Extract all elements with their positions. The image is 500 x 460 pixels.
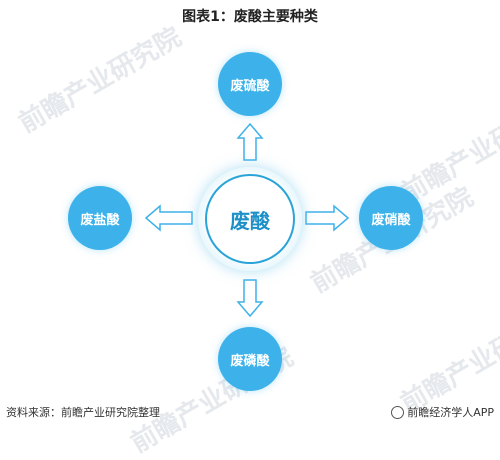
node-waste-phosphoric-acid: 废磷酸 <box>218 327 282 391</box>
node-waste-nitric-acid: 废硝酸 <box>359 186 423 250</box>
source-note: 资料来源：前瞻产业研究院整理 <box>6 406 160 419</box>
chart-title: 图表1：废酸主要种类 <box>182 9 318 25</box>
brand-credit: 前瞻经济学人APP <box>391 404 494 420</box>
center-node: 废酸 <box>205 174 295 264</box>
arrows-layer <box>144 122 350 318</box>
node-waste-hydrochloric-acid: 废盐酸 <box>68 186 132 250</box>
arrow-left <box>144 204 193 232</box>
brand-name: 前瞻经济学人APP <box>407 406 494 419</box>
node-waste-sulfuric-acid: 废硫酸 <box>218 52 282 116</box>
arrow-down <box>236 279 264 318</box>
brand-logo-icon <box>391 405 405 419</box>
arrow-up <box>236 122 264 161</box>
arrow-right <box>305 204 350 232</box>
